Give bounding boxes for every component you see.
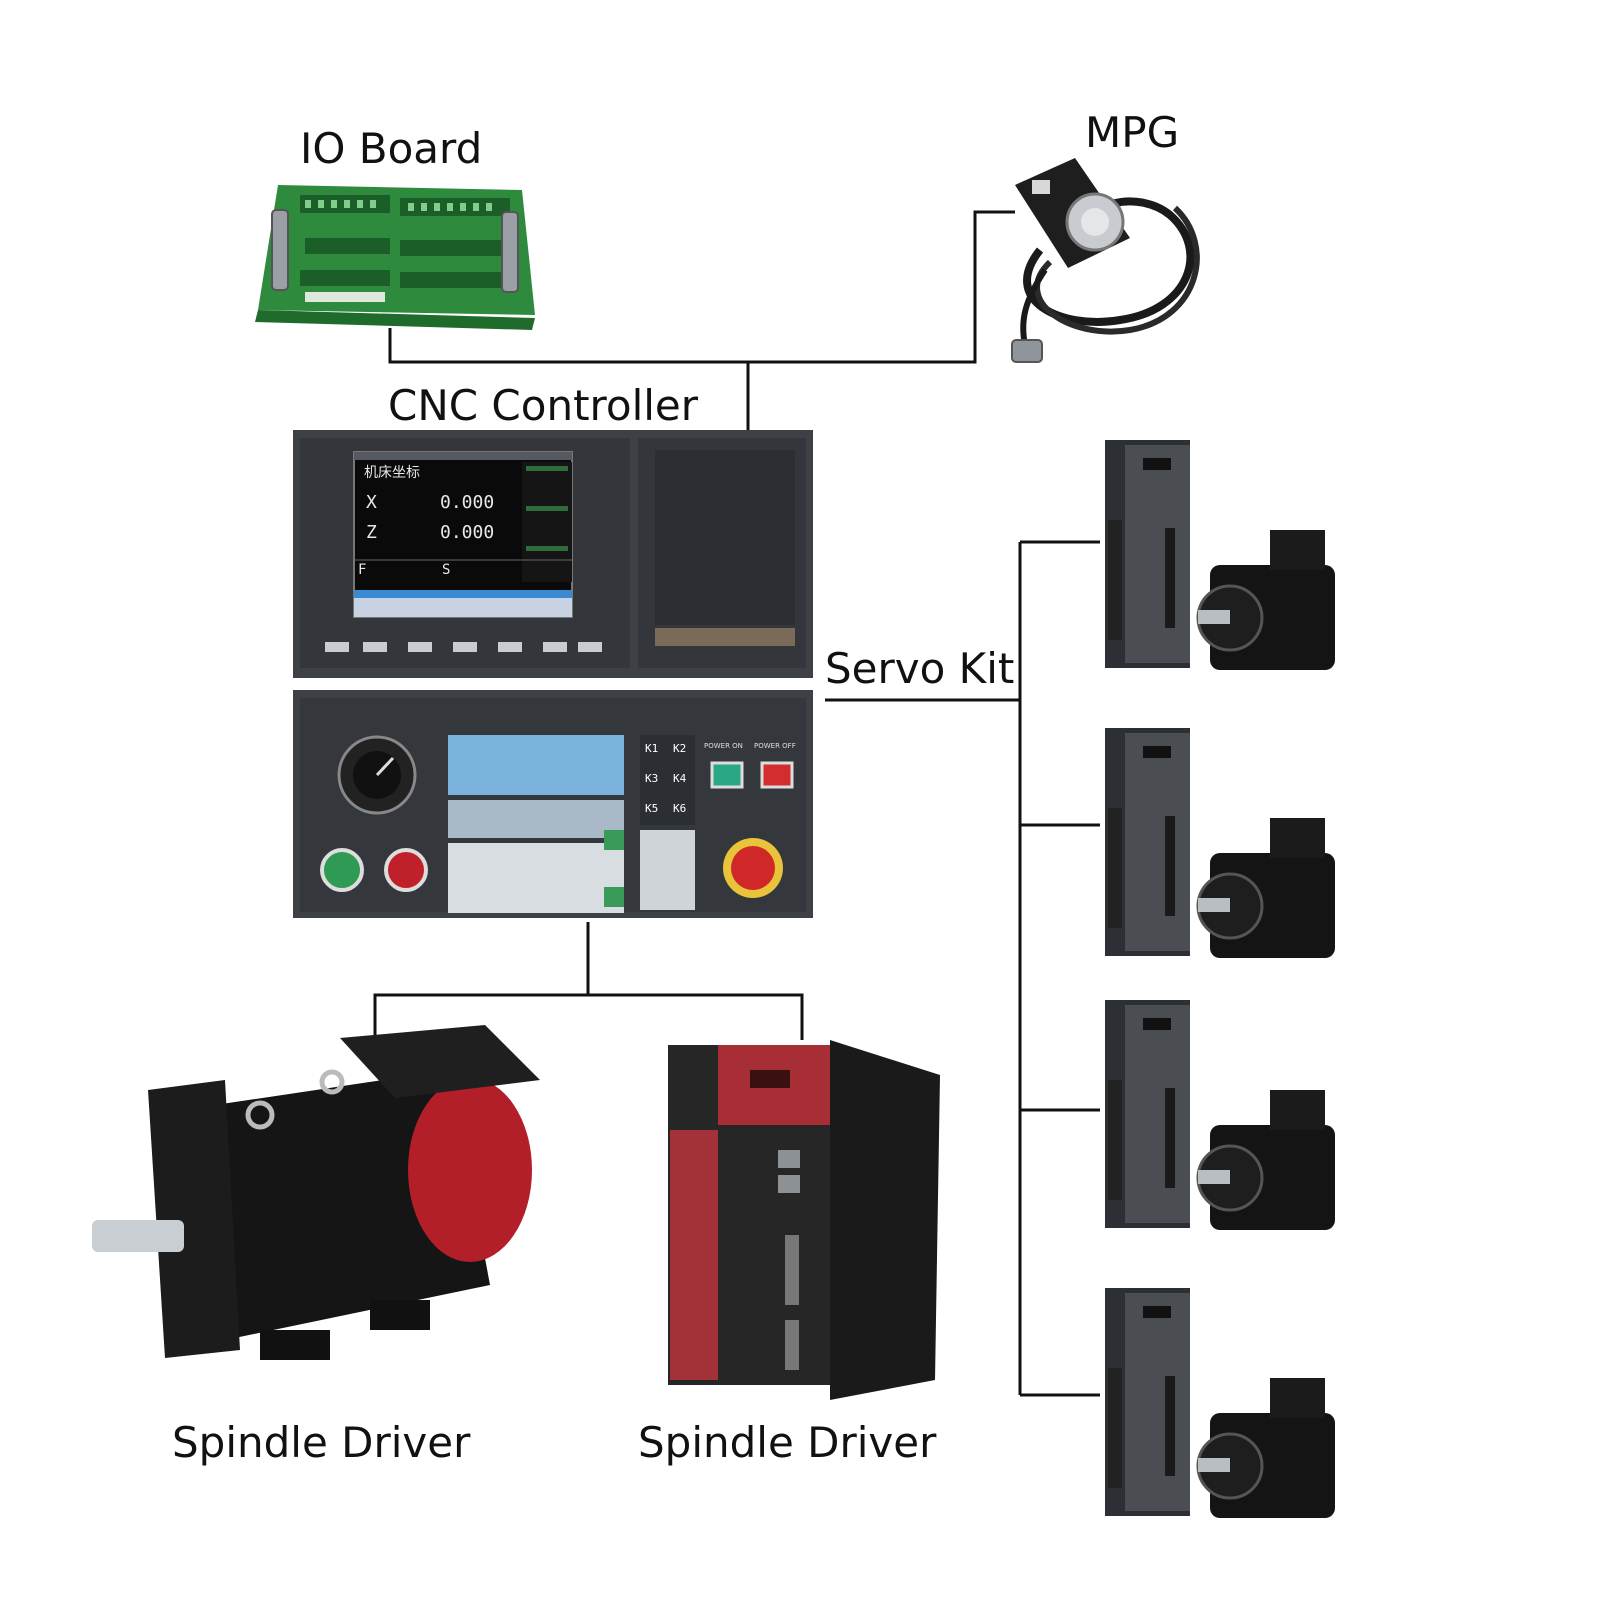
- spindle-drive-display: [750, 1070, 790, 1088]
- spindle-drive-side: [830, 1040, 940, 1400]
- alnum-keypad: [655, 450, 795, 646]
- lifting-eye: [245, 1100, 275, 1130]
- db-port: [785, 1235, 799, 1305]
- spindle-motor-shaft: [92, 1220, 184, 1252]
- function-keys: [325, 642, 602, 652]
- pcb-label-strip: [305, 292, 385, 302]
- ethernet-port-1: [778, 1150, 800, 1168]
- cnc-lower-panel: [293, 690, 813, 918]
- spindle-motor-flange: [148, 1080, 240, 1358]
- screen-f-label: F: [358, 562, 367, 578]
- servo-unit-1: [1105, 440, 1335, 670]
- spindle-drive: [668, 1040, 940, 1400]
- key-k3: K3: [645, 772, 659, 785]
- label-spindle-driver-left: Spindle Driver: [172, 1418, 471, 1467]
- io-board: [255, 185, 535, 330]
- lcd-side-lines: [526, 466, 568, 551]
- db-connector-right: [501, 211, 519, 293]
- label-power-off: POWER OFF: [754, 742, 796, 750]
- line-mpg: [748, 210, 1015, 364]
- screen-s-label: S: [442, 562, 451, 578]
- green-key-1: [604, 830, 624, 850]
- label-power-on: POWER ON: [704, 742, 743, 750]
- db-connector-left: [271, 209, 289, 291]
- cycle-start-button: [320, 848, 364, 892]
- lcd-side-panel: [522, 462, 572, 582]
- screen-value-x: 0.000: [440, 492, 495, 513]
- power-off-button: [760, 761, 794, 789]
- power-on-button: [710, 761, 744, 789]
- terminal-screws: [305, 200, 492, 211]
- key-k2: K2: [673, 742, 687, 755]
- spindle-motor-rear-cap: [408, 1078, 532, 1262]
- label-spindle-driver-right: Spindle Driver: [638, 1418, 937, 1467]
- k-keys-area: [640, 735, 695, 825]
- label-mpg: MPG: [1085, 108, 1180, 157]
- mode-keys-blue: [448, 735, 624, 795]
- label-cnc-controller: CNC Controller: [388, 381, 699, 430]
- mpg-selector: [1032, 180, 1050, 194]
- mode-keys-mixed: [448, 800, 624, 838]
- feed-override-dial: [337, 735, 417, 815]
- feed-hold-button: [384, 848, 428, 892]
- screen-value-z: 0.000: [440, 522, 495, 543]
- key-k5: K5: [645, 802, 659, 815]
- lcd-status-bar: [354, 452, 572, 460]
- screen-axis-z: Z: [366, 522, 377, 543]
- jog-keys: [448, 843, 624, 913]
- mpg-handwheel: [1011, 158, 1200, 363]
- spindle-terminal-box: [340, 1025, 540, 1098]
- aux-keys: [640, 830, 695, 910]
- connection-lines: [373, 210, 1100, 1397]
- io-board-rail: [255, 310, 535, 330]
- servo-unit-2: [1105, 728, 1335, 958]
- line-spindle: [373, 922, 804, 1040]
- label-io-board: IO Board: [300, 124, 483, 173]
- key-k1: K1: [645, 742, 659, 755]
- mpg-plug: [1011, 339, 1043, 363]
- spindle-motor: [92, 1025, 540, 1360]
- mpg-cable-tail: [1020, 268, 1048, 346]
- servo-unit-3: [1105, 1000, 1335, 1230]
- spindle-drive-red-cover-side: [670, 1130, 718, 1380]
- green-key-2: [604, 887, 624, 907]
- line-io-board: [388, 328, 748, 364]
- screen-title: 机床坐标: [364, 465, 420, 481]
- screen-axis-x: X: [366, 492, 377, 513]
- label-servo-kit: Servo Kit: [825, 644, 1015, 693]
- emergency-stop-button: [723, 838, 783, 898]
- ethernet-port-2: [778, 1175, 800, 1193]
- key-k4: K4: [673, 772, 687, 785]
- spindle-motor-foot: [260, 1330, 330, 1360]
- servo-unit-4: [1105, 1288, 1335, 1518]
- key-k6: K6: [673, 802, 687, 815]
- cnc-upper-panel: [293, 430, 813, 678]
